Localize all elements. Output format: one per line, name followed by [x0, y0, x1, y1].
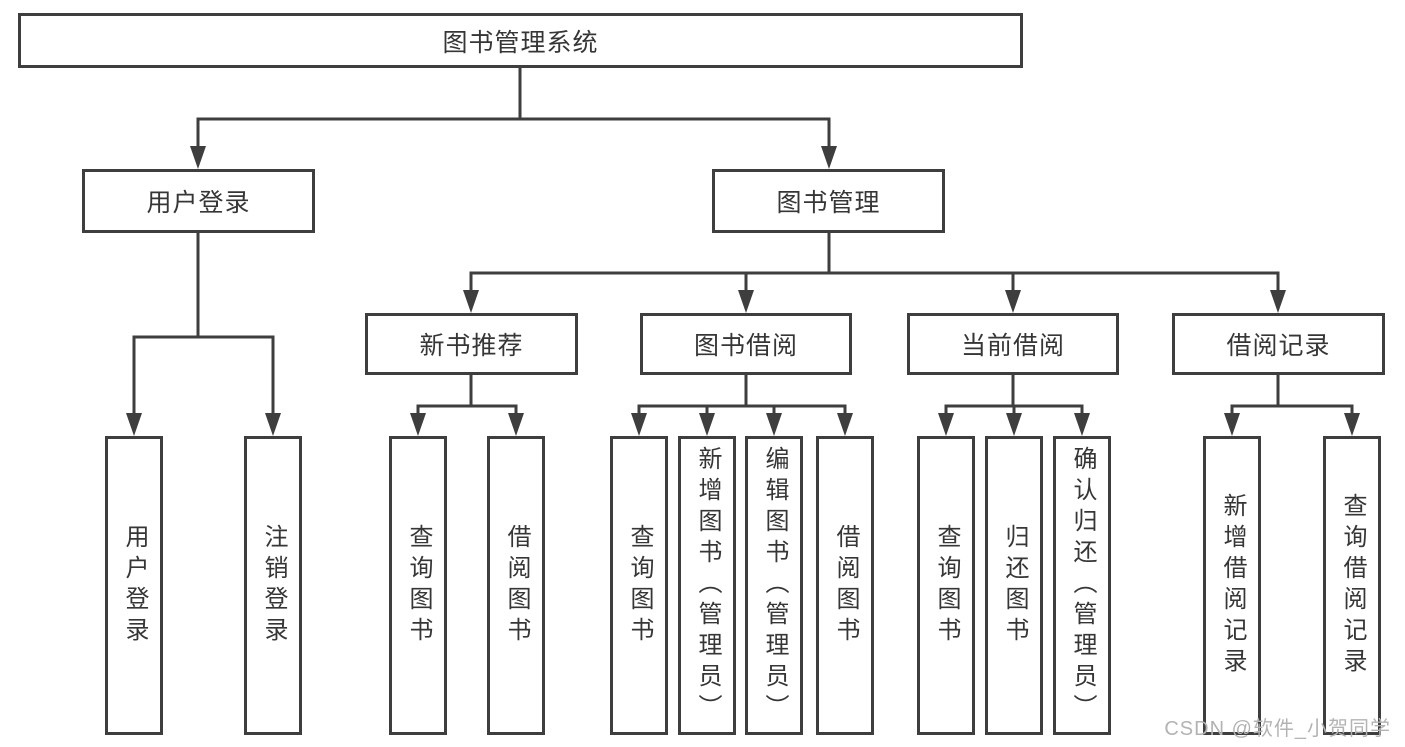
arrowhead: [1074, 413, 1090, 436]
leaf-label: 借阅图书: [503, 523, 530, 648]
arrowhead: [1005, 290, 1021, 313]
arrowhead: [699, 413, 715, 436]
leaf-query-books-current: 查询图书: [917, 436, 975, 735]
leaf-borrow-books: 借阅图书: [816, 436, 874, 735]
leaf-label: 用户登录: [121, 523, 148, 648]
arrowhead: [738, 290, 754, 313]
leaf-label: 确认归还（管理员）: [1069, 446, 1096, 725]
leaf-edit-books-admin: 编辑图书（管理员）: [745, 436, 803, 735]
leaf-label: 归还图书: [1001, 523, 1028, 648]
leaf-return-books: 归还图书: [985, 436, 1043, 735]
node-user-login: 用户登录: [82, 169, 315, 233]
arrowhead: [410, 413, 426, 436]
leaf-confirm-return-admin: 确认归还（管理员）: [1053, 436, 1111, 735]
connector-current-borrow: [944, 374, 1084, 414]
leaf-label: 借阅图书: [832, 523, 859, 648]
leaf-label: 查询图书: [405, 523, 432, 648]
arrowhead: [766, 413, 782, 436]
leaf-label: 注销登录: [260, 523, 287, 648]
leaf-label: 查询图书: [933, 523, 960, 648]
leaf-label: 新增图书（管理员）: [694, 446, 721, 725]
node-new-book-recommend: 新书推荐: [365, 313, 578, 375]
leaf-add-books-admin: 新增图书（管理员）: [678, 436, 736, 735]
leaf-label: 查询图书: [626, 523, 653, 648]
leaf-query-books-borrow: 查询图书: [610, 436, 668, 735]
arrowhead: [938, 413, 954, 436]
leaf-query-borrow-record: 查询借阅记录: [1323, 436, 1381, 735]
arrowhead: [837, 413, 853, 436]
arrowhead: [1006, 413, 1022, 436]
node-library-management-system: 图书管理系统: [18, 13, 1023, 68]
leaf-borrow-books-recommend: 借阅图书: [487, 436, 545, 735]
connector-root: [196, 67, 831, 147]
arrowhead: [1344, 413, 1360, 436]
connector-book-management: [469, 232, 1280, 291]
arrowhead: [265, 413, 281, 436]
leaf-add-borrow-record: 新增借阅记录: [1203, 436, 1261, 735]
arrowhead: [126, 413, 142, 436]
leaf-label: 编辑图书（管理员）: [761, 446, 788, 725]
leaf-label: 查询借阅记录: [1339, 492, 1366, 679]
arrowhead: [190, 146, 206, 169]
arrowhead: [631, 413, 647, 436]
arrowhead: [463, 290, 479, 313]
leaf-label: 新增借阅记录: [1219, 492, 1246, 679]
arrowhead: [1270, 290, 1286, 313]
leaf-query-books-recommend: 查询图书: [389, 436, 447, 735]
watermark: CSDN @软件_小贺同学: [1164, 718, 1391, 740]
connector-book-borrow: [637, 374, 847, 414]
arrowhead: [508, 413, 524, 436]
arrowhead: [821, 146, 837, 169]
leaf-logout-login: 注销登录: [244, 436, 302, 735]
node-current-borrow: 当前借阅: [907, 313, 1119, 375]
arrowhead: [1224, 413, 1240, 436]
connector-user-login: [132, 232, 275, 414]
connector-borrow-record: [1230, 374, 1354, 414]
node-book-management: 图书管理: [712, 169, 945, 233]
node-book-borrow: 图书借阅: [640, 313, 852, 375]
leaf-user-login: 用户登录: [105, 436, 163, 735]
arrowheads: [126, 146, 1360, 436]
connector-new-book-recommend: [416, 374, 518, 414]
node-borrow-record: 借阅记录: [1172, 313, 1385, 375]
